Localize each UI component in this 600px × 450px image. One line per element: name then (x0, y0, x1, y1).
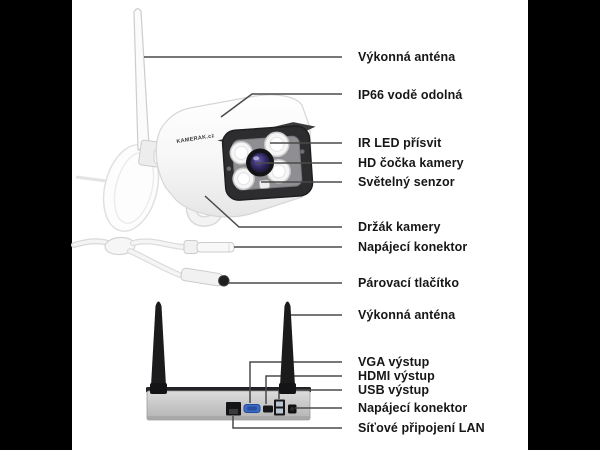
nvr-photo (146, 387, 311, 421)
camera-front-face (217, 122, 316, 201)
nvr-bottom-shadow (147, 416, 310, 420)
label-hdmi: HDMI výstup (358, 369, 435, 383)
callout-lines (144, 56, 342, 429)
label-vga: VGA výstup (358, 355, 430, 369)
ir-led-top-right (264, 131, 290, 158)
label-hd-lens: HD čočka kamery (358, 156, 464, 170)
label-nvr-power: Napájecí konektor (358, 401, 468, 415)
usb-ports (274, 399, 285, 416)
callout-vga (249, 361, 342, 403)
brand-text: KAMERAK.cz (176, 133, 215, 145)
label-nvr-antenna: Výkonná anténa (358, 308, 456, 322)
power-cable-photo (71, 236, 235, 287)
dc-power-jack (288, 404, 297, 414)
nvr-antenna-left (150, 301, 167, 394)
bezel-screw-right (300, 149, 305, 154)
callout-hdmi (265, 375, 342, 404)
photo-canvas (72, 0, 528, 450)
hdmi-port (263, 405, 273, 413)
callout-mount (204, 195, 342, 228)
label-power-connector: Napájecí konektor (358, 240, 468, 254)
label-mount: Držák kamery (358, 220, 441, 234)
ir-led-top-left (229, 141, 254, 165)
label-usb: USB výstup (358, 383, 430, 397)
nvr-antennas (150, 301, 296, 394)
pairing-button-connector (180, 267, 230, 287)
lan-port (226, 402, 241, 416)
camera-photo: KAMERAK.cz (75, 8, 316, 232)
bezel-screw-left (226, 166, 232, 171)
nvr-antenna-right (279, 301, 296, 394)
callout-lan (232, 416, 342, 429)
label-light-sensor: Světelný senzor (358, 175, 455, 189)
label-camera-antenna: Výkonná anténa (358, 50, 456, 64)
power-connector (183, 240, 235, 254)
vga-port (243, 404, 261, 413)
camera-antenna (133, 8, 150, 151)
label-pairing-button: Párovací tlačítko (358, 276, 460, 290)
callout-ip66 (220, 93, 342, 118)
label-lan: Síťové připojení LAN (358, 421, 485, 435)
ir-led-bottom-left (232, 167, 255, 190)
label-ir-led: IR LED přísvit (358, 136, 442, 150)
label-ip66: IP66 vodě odolná (358, 88, 463, 102)
